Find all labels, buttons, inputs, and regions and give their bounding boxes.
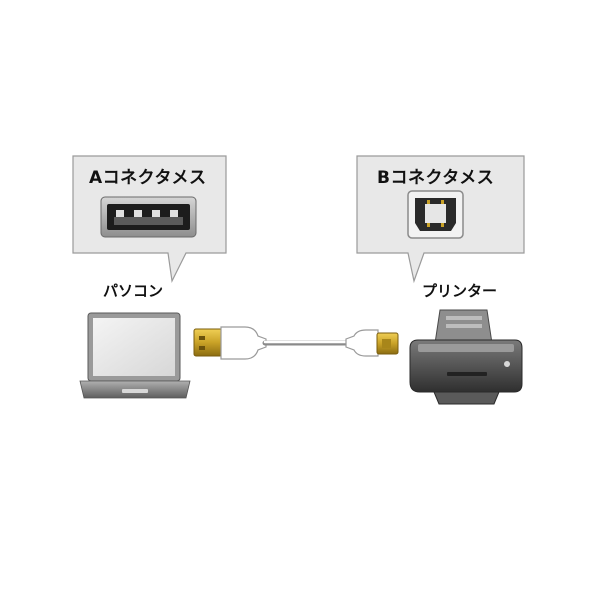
pc-label: パソコン <box>103 282 164 300</box>
callout-a-title: Aコネクタメス <box>89 168 207 188</box>
callout-b-connector <box>356 155 525 284</box>
usb-b-female-port-icon <box>407 190 464 239</box>
printer-label: プリンター <box>422 282 498 300</box>
usb-cable <box>193 326 399 360</box>
callout-b-title: Bコネクタメス <box>377 168 495 188</box>
printer-icon <box>409 309 523 405</box>
usb-a-female-port-icon <box>100 196 197 238</box>
callout-a-connector <box>72 155 227 283</box>
laptop-icon <box>79 312 191 399</box>
